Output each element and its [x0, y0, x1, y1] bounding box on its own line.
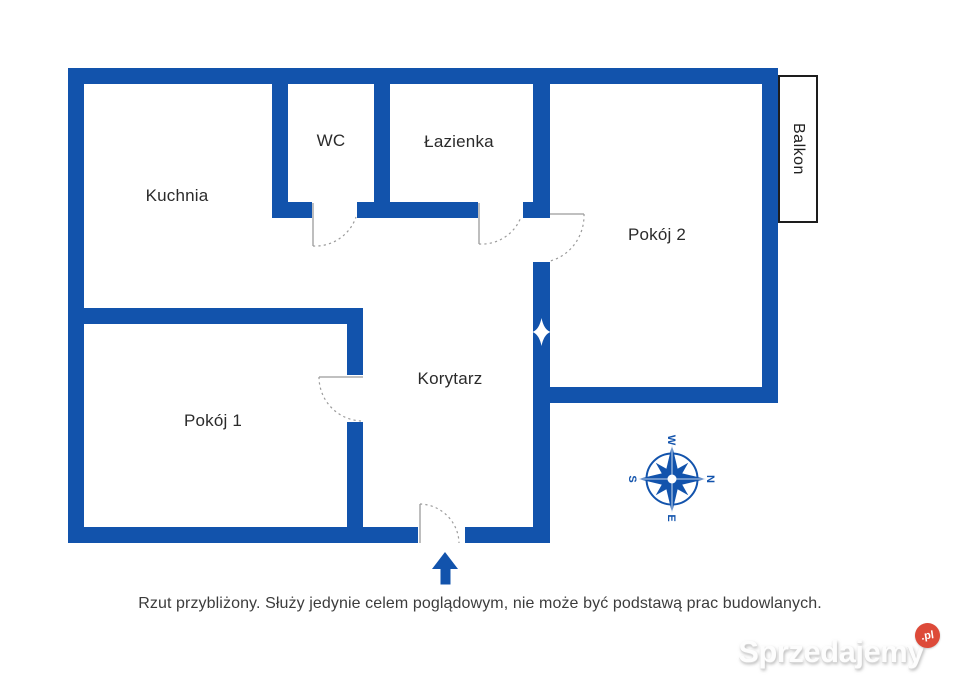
disclaimer-text: Rzut przybliżony. Służy jedynie celem po…: [138, 595, 822, 612]
wall-wc-bathroom-front: [357, 202, 478, 218]
compass-letter-s: S: [626, 475, 638, 482]
wall-room1-top: [68, 308, 363, 324]
wall-bathroom-room2-upper: [533, 84, 550, 213]
wall-exterior-top: [68, 68, 778, 84]
wall-kitchen-wc: [272, 84, 288, 218]
door-arc-entrance: [419, 503, 460, 544]
door-arc-bathroom: [478, 216, 522, 245]
room-label-corridor: Korytarz: [417, 369, 483, 388]
wall-exterior-bottom-left: [68, 527, 418, 543]
wall-wc-front-stub: [272, 202, 312, 218]
room-label-room2: Pokój 2: [627, 225, 687, 244]
room-label-bathroom: Łazienka: [424, 132, 494, 151]
wall-exterior-right: [762, 68, 778, 403]
wall-wc-bathroom: [374, 84, 390, 218]
room-label-wc: WC: [316, 131, 346, 150]
wall-room1-right-upper: [347, 308, 363, 375]
compass-major-points: [638, 445, 706, 513]
compass-rose-icon: N E S W: [626, 435, 716, 522]
room-label-kitchen: Kuchnia: [145, 186, 209, 205]
watermark-logo: Sprzedajemy .pl: [738, 621, 942, 670]
wall-room1-right-lower: [347, 422, 363, 543]
entrance-arrow-icon: [432, 552, 458, 585]
wall-exterior-bottom-right: [465, 527, 550, 543]
watermark-name: Sprzedajemy: [738, 634, 924, 669]
compass-center-hole: [667, 474, 677, 484]
compass-hub: [663, 470, 681, 488]
door-arc-room1: [318, 376, 363, 422]
wall-bathroom-front-stub: [523, 202, 550, 218]
room-label-room1: Pokój 1: [183, 411, 243, 430]
compass-point-splits: [638, 445, 706, 513]
wall-room2-bottom: [533, 387, 778, 403]
wall-exterior-left: [68, 68, 84, 543]
compass-letter-n: N: [704, 475, 716, 483]
compass-letter-e: E: [665, 514, 677, 521]
compass-minor-points: [655, 462, 689, 496]
room-label-balcony: Balkon: [790, 123, 807, 175]
door-arc-room2: [549, 213, 585, 262]
compass-ring: [645, 452, 699, 506]
compass-letter-w: W: [665, 435, 677, 446]
door-arc-wc: [312, 216, 357, 247]
balcony-box: Balkon: [778, 75, 818, 223]
